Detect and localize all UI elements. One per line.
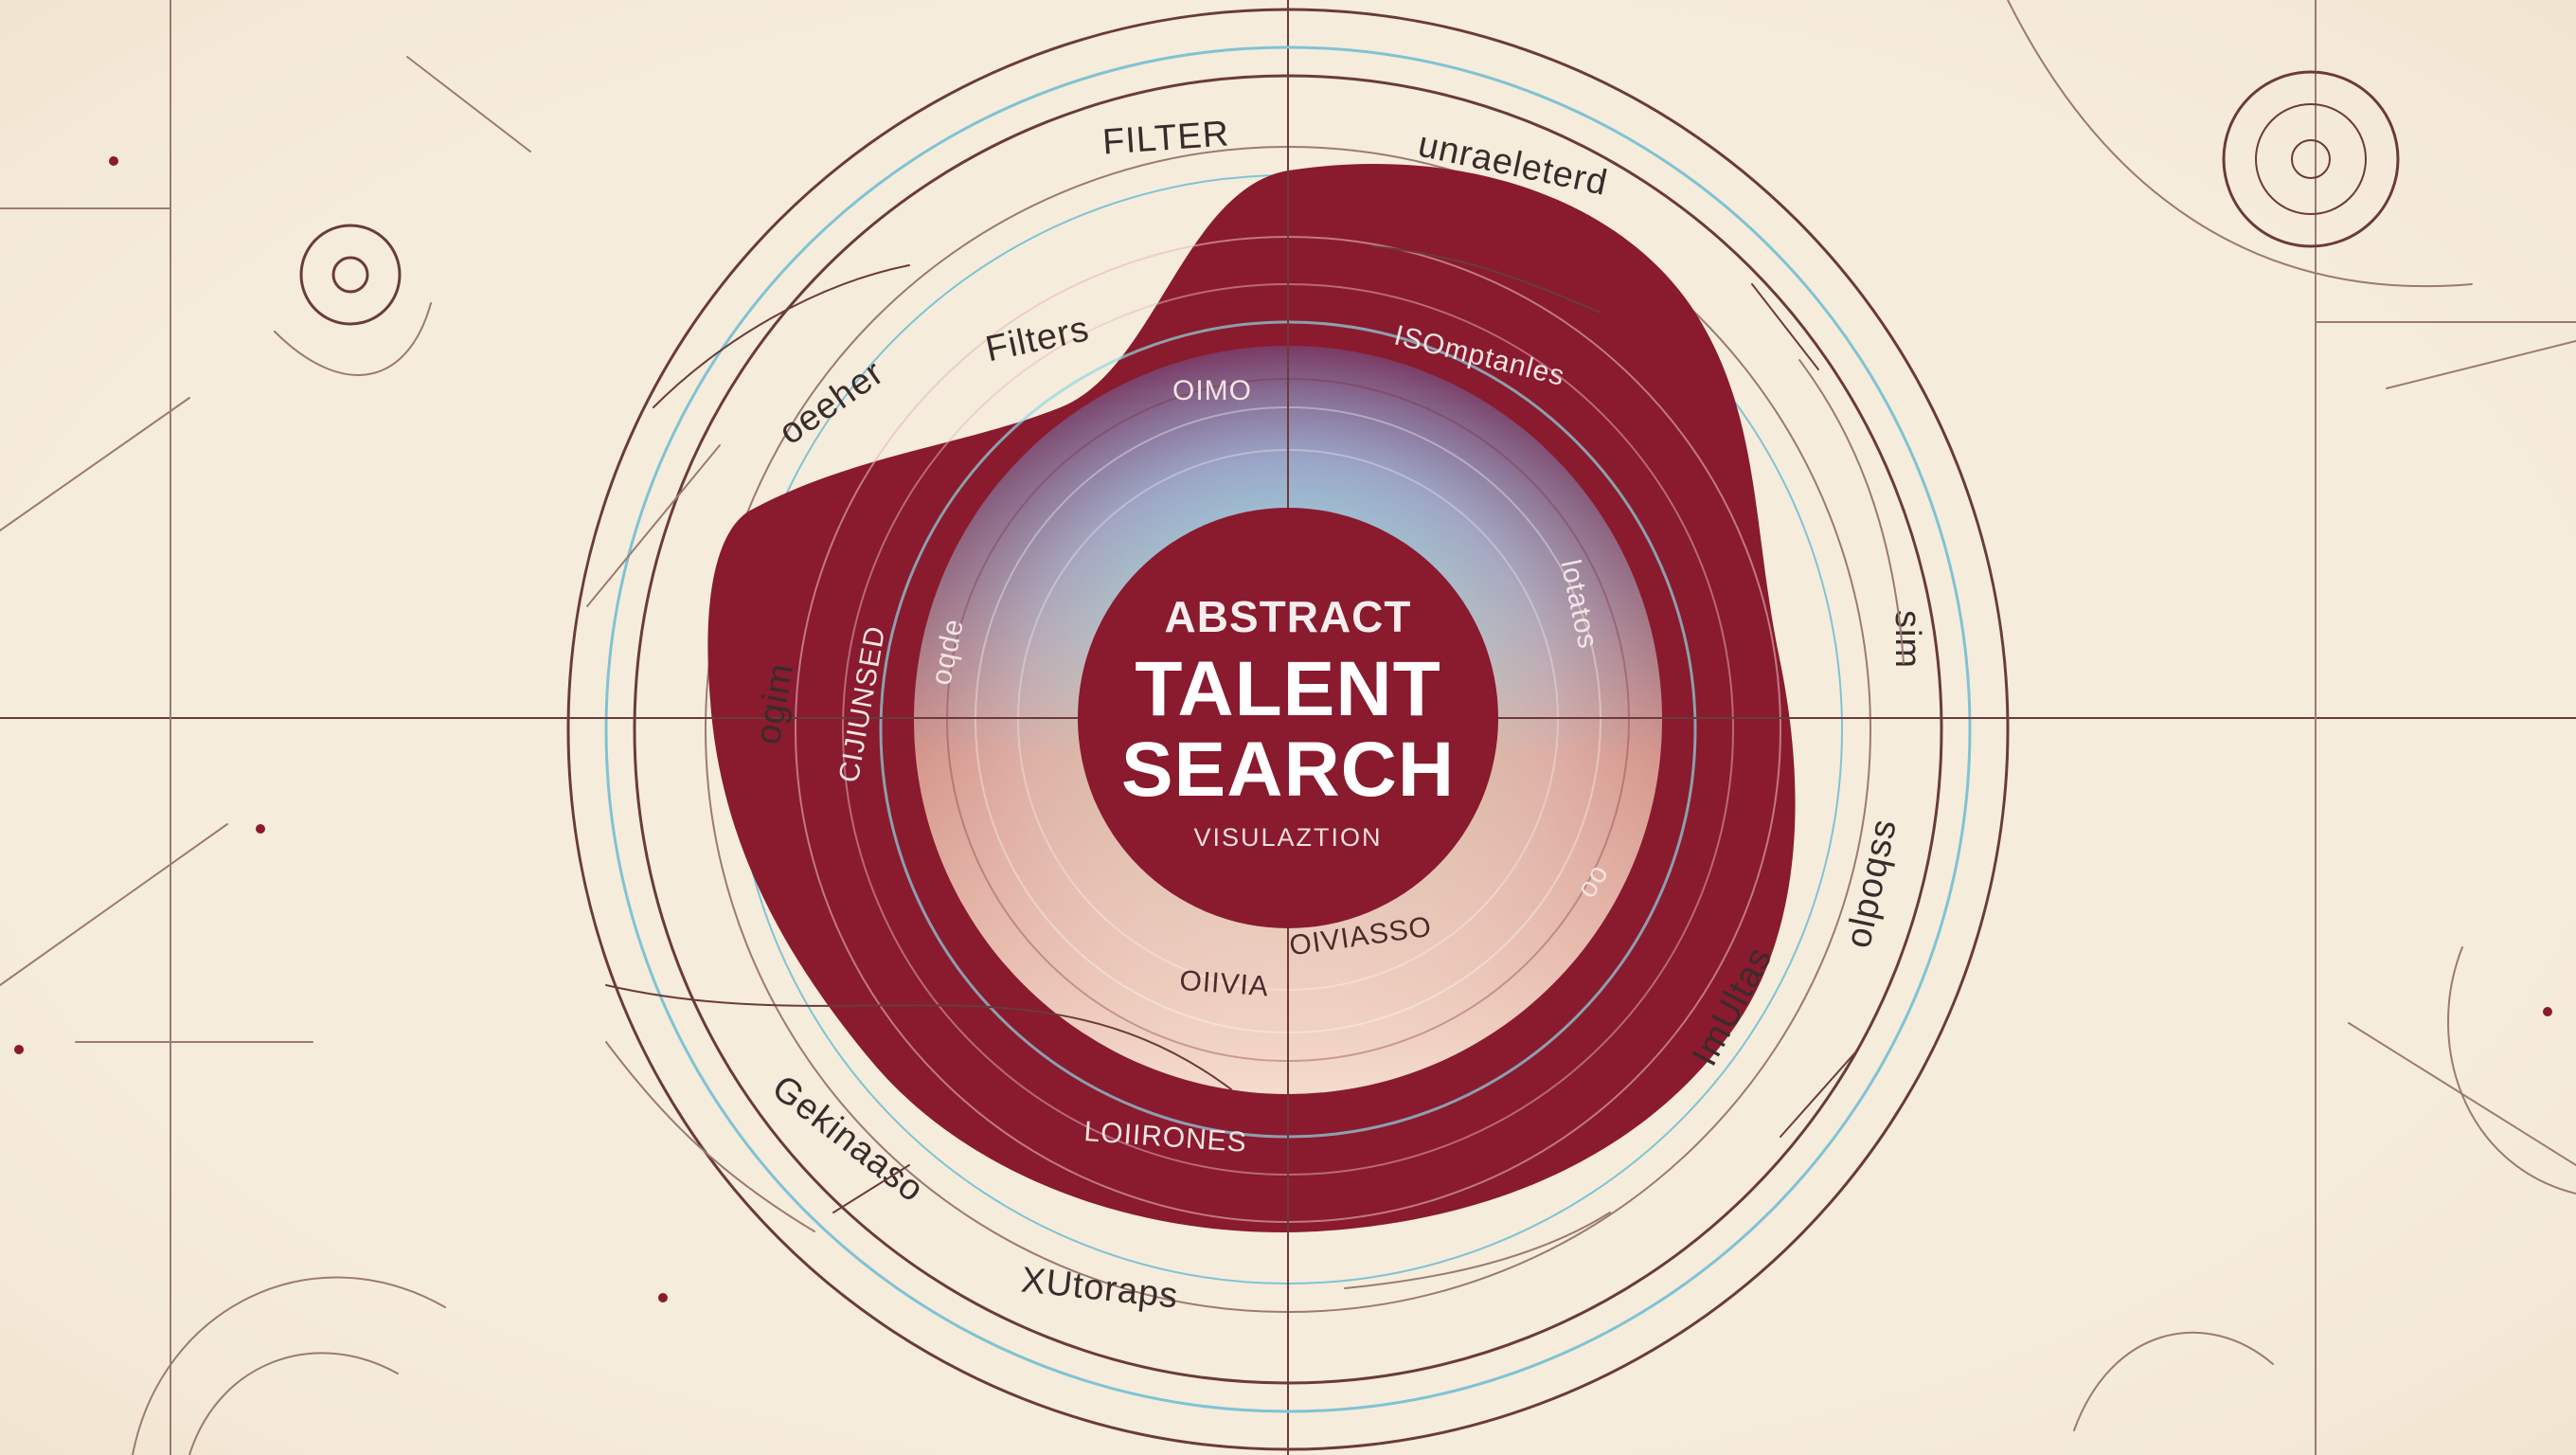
- label-filter: FILTER: [1101, 114, 1231, 162]
- label-inner-bottom-left: OIIVIA: [1178, 965, 1269, 1003]
- label-right-mid: sim: [1887, 610, 1927, 669]
- center-line1: ABSTRACT: [1165, 592, 1412, 641]
- center-line2: TALENT: [1135, 646, 1440, 732]
- center-subtitle: VISULAZTION: [1193, 823, 1382, 852]
- center-line3: SEARCH: [1121, 727, 1455, 813]
- center-core: [1078, 508, 1498, 928]
- label-inner-top: OIMO: [1172, 375, 1252, 406]
- sketch-strokes: [586, 245, 1905, 1289]
